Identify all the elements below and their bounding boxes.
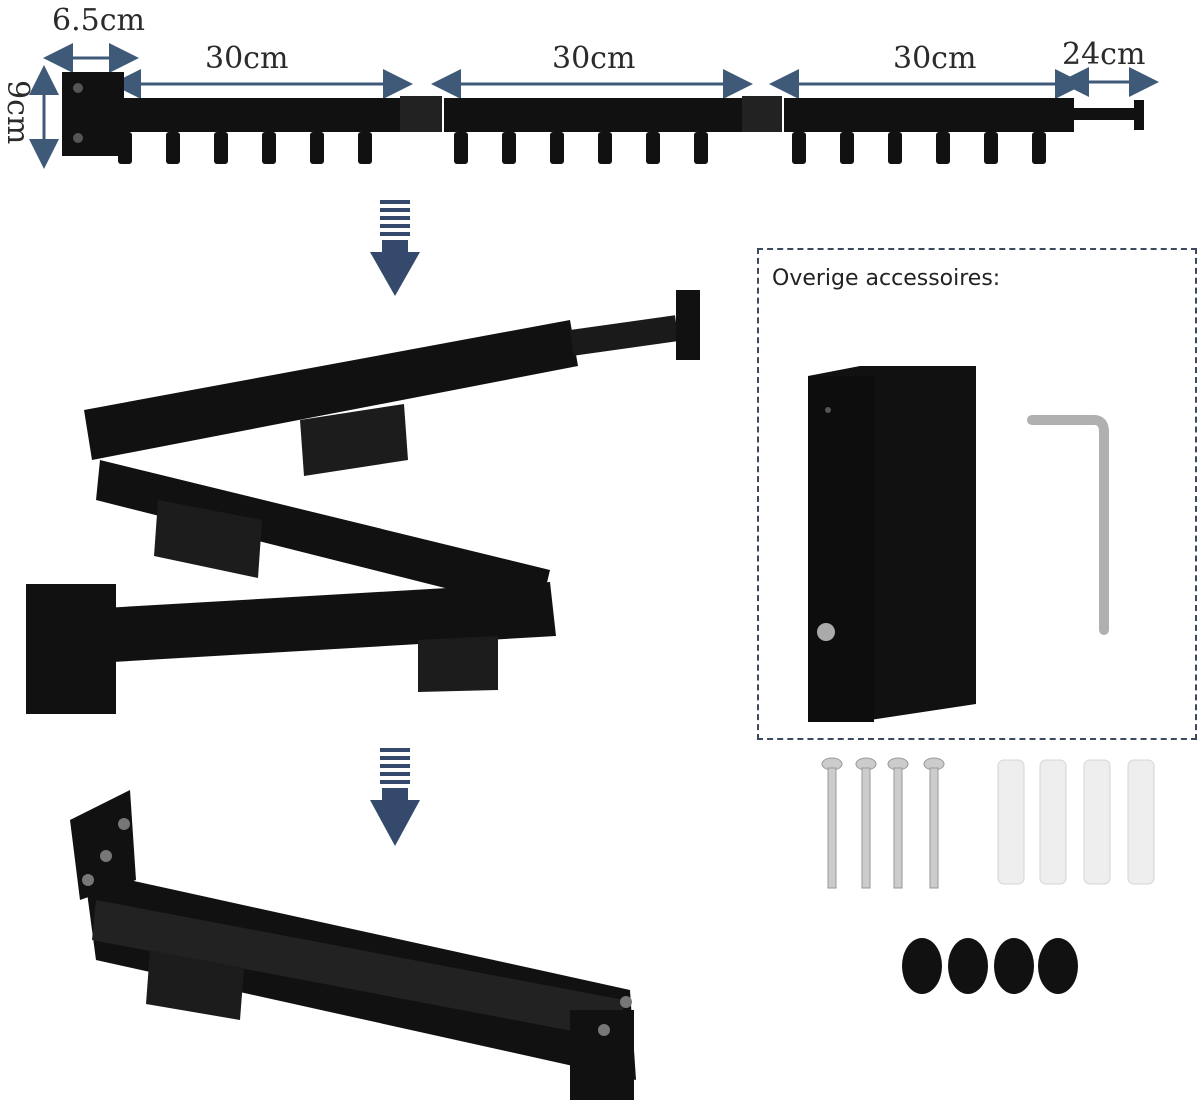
wall-plugs-icon — [997, 759, 1155, 885]
folded-rack — [70, 790, 636, 1100]
dim-extension-length: 24cm — [1062, 37, 1146, 72]
dim-bar1-length: 30cm — [205, 41, 289, 76]
folding-rack — [26, 290, 700, 714]
down-arrow-icon — [370, 748, 420, 846]
extended-rack — [29, 43, 1159, 169]
wall-plate — [808, 366, 976, 722]
end-caps-icon — [902, 938, 1078, 994]
down-arrow-icon — [370, 200, 420, 296]
screws-icon — [821, 757, 945, 889]
dim-bracket-width: 6.5cm — [52, 3, 145, 38]
accessories-title: Overige accessoires: — [772, 266, 1001, 291]
hex-key-icon — [1027, 415, 1109, 635]
dim-bar2-length: 30cm — [552, 41, 636, 76]
dim-bar3-length: 30cm — [893, 41, 977, 76]
accessories-panel — [757, 248, 1197, 740]
